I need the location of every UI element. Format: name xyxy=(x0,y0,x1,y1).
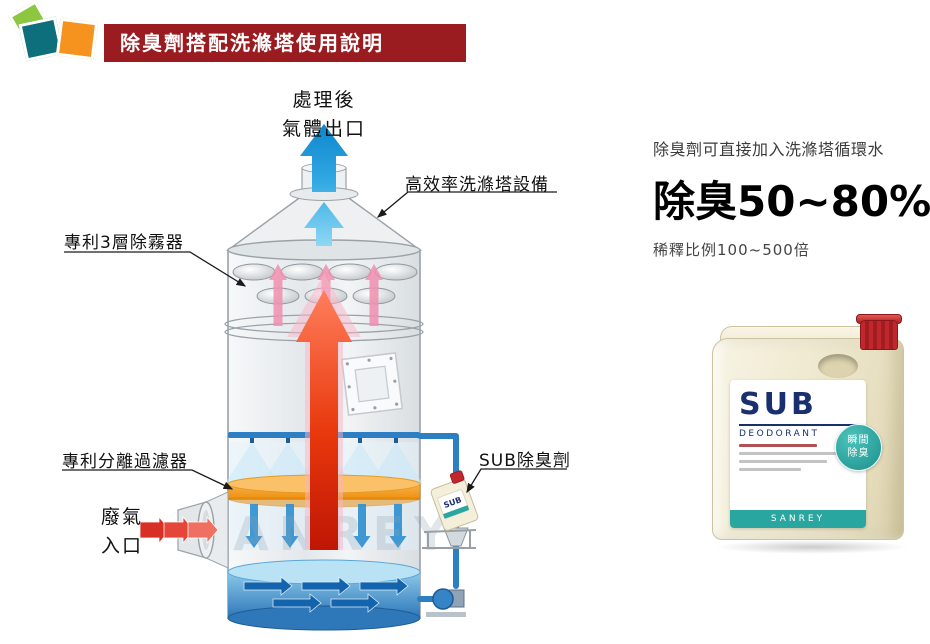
outlet-line1: 處理後 xyxy=(292,89,356,111)
fine-print-line xyxy=(739,452,839,455)
outlet-line2: 氣體出口 xyxy=(281,118,366,141)
jug-label: SUB DEODORANT 瞬間 除臭 SANREY xyxy=(730,380,882,528)
dilution-ratio: 稀釋比例100~500倍 xyxy=(653,241,810,259)
inlet-flow-arrows xyxy=(139,515,219,545)
maker-band: SANREY xyxy=(730,510,866,528)
callout-lines xyxy=(62,191,567,494)
label-sub-deodorant: SUB除臭劑 xyxy=(479,451,571,471)
label-treated-gas-outlet: 處理後 氣體出口 xyxy=(258,86,390,145)
product-jug: SUB DEODORANT 瞬間 除臭 SANREY xyxy=(706,314,922,560)
deodorize-rate-headline: 除臭50~80% xyxy=(653,177,930,226)
treated-gas-arrows xyxy=(300,124,348,246)
product-brand: SUB xyxy=(739,387,817,422)
info-block: 除臭劑可直接加入洗滌塔循環水 除臭50~80% 稀釋比例100~500倍 xyxy=(653,136,930,260)
tank-flow-arrows xyxy=(243,576,409,613)
badge-line1: 瞬間 xyxy=(847,435,870,446)
instant-deodorize-badge: 瞬間 除臭 xyxy=(835,424,882,471)
dosing-piping xyxy=(417,433,469,617)
fine-print-line xyxy=(739,460,827,463)
fine-print-line xyxy=(739,444,817,447)
gas-inlet xyxy=(139,491,229,569)
jug-shadow xyxy=(714,540,910,554)
label-separation-filter: 專利分離過濾器 xyxy=(62,452,188,472)
dosing-funnel xyxy=(443,527,469,547)
jug-cap xyxy=(860,320,898,350)
water-tank xyxy=(227,559,421,631)
product-type: DEODORANT xyxy=(739,429,820,439)
badge-line2: 除臭 xyxy=(847,447,870,459)
company-logo-icon xyxy=(8,0,110,68)
label-divider xyxy=(739,424,857,426)
rising-gas-arrow xyxy=(287,274,361,550)
inlet-line2: 入口 xyxy=(100,534,143,557)
sub-container-mini: SUB xyxy=(422,470,479,549)
label-demister: 專利3層除霧器 xyxy=(64,233,184,253)
fine-print-line xyxy=(739,468,801,471)
page-title: 除臭劑搭配洗滌塔使用說明 xyxy=(104,24,466,62)
logo-orange-square xyxy=(55,17,99,61)
scrubber-tower-diagram: SANREY xyxy=(62,124,567,631)
label-waste-gas-inlet: 廢氣 入口 xyxy=(88,503,156,560)
access-flange xyxy=(340,352,404,416)
jug-handle xyxy=(818,354,858,378)
info-note: 除臭劑可直接加入洗滌塔循環水 xyxy=(653,140,885,159)
label-scrubber-equipment: 高效率洗滌塔設備 xyxy=(405,175,549,195)
inlet-line1: 廢氣 xyxy=(100,506,143,528)
pump-icon xyxy=(432,588,454,610)
